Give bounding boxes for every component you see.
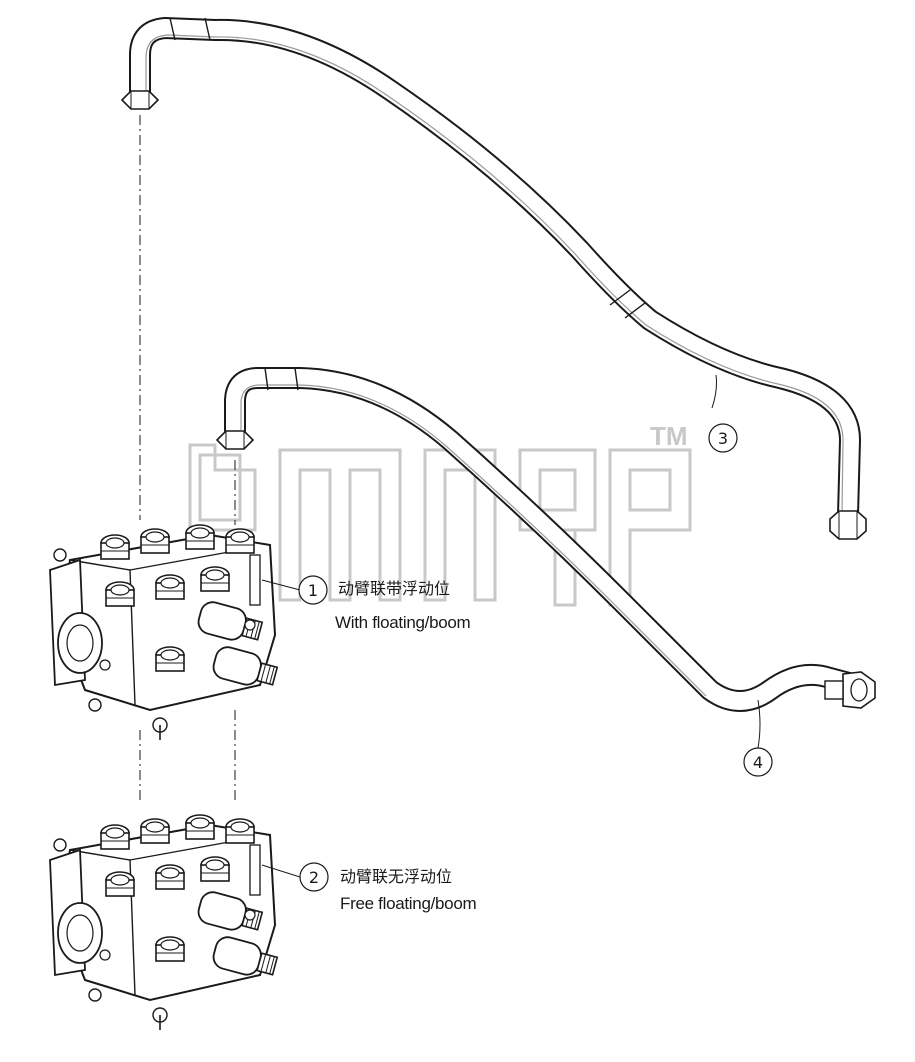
callout-2-label-zh: 动臂联无浮动位 <box>340 867 453 886</box>
callout-1-number: 1 <box>308 581 318 600</box>
callout-1-label-en: With floating/boom <box>335 613 471 632</box>
callout-1-circle <box>298 575 328 605</box>
callout-3: 3 <box>708 423 738 453</box>
valve-block-1 <box>50 525 279 740</box>
callout-2-label-en: Free floating/boom <box>340 894 477 913</box>
callout-4: 4 <box>743 747 773 777</box>
callout-2-number: 2 <box>309 868 319 887</box>
callout-1-label-zh: 动臂联带浮动位 <box>338 579 451 598</box>
leader-lines <box>261 374 761 878</box>
callout-3-circle <box>708 423 738 453</box>
callout-4-circle <box>743 747 773 777</box>
trademark-mark: TM <box>650 421 688 451</box>
valve-block-2 <box>50 815 279 1030</box>
callout-3-number: 3 <box>718 429 728 448</box>
callout-1: 1 <box>298 575 328 605</box>
hose-4-upper-nut <box>216 430 254 450</box>
callout-2: 2 <box>299 862 329 892</box>
hose-4-end-fitting <box>824 671 876 709</box>
hose-3 <box>121 17 867 540</box>
callout-4-number: 4 <box>753 753 763 772</box>
callout-2-circle <box>299 862 329 892</box>
assembly-centerlines <box>139 115 236 800</box>
hose-3-upper-nut <box>121 90 159 110</box>
hose-4 <box>216 367 876 712</box>
hose-3-lower-nut <box>829 510 867 540</box>
